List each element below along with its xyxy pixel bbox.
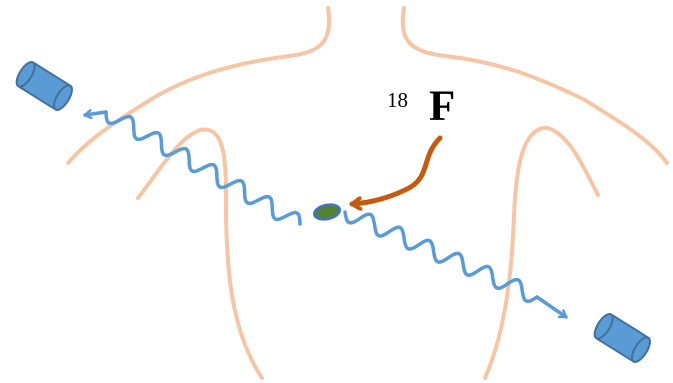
isotope-mass-number: 18 (387, 88, 408, 112)
neck-left (66, 6, 332, 165)
left-arm-side (136, 127, 264, 380)
right-arm-side (483, 125, 600, 380)
photon-arrow-right (535, 295, 568, 319)
detector-right-icon (593, 312, 651, 363)
isotope-symbol: F (429, 83, 456, 130)
photon-path-left (83, 112, 302, 226)
torso-outline (66, 6, 669, 380)
photon-arrow-left (83, 112, 108, 115)
tumor-blob-icon (312, 203, 342, 221)
detector-left-icon (15, 60, 73, 111)
tracer-arrow (349, 135, 443, 204)
neck-right (400, 6, 669, 165)
photon-path-right (343, 210, 568, 319)
